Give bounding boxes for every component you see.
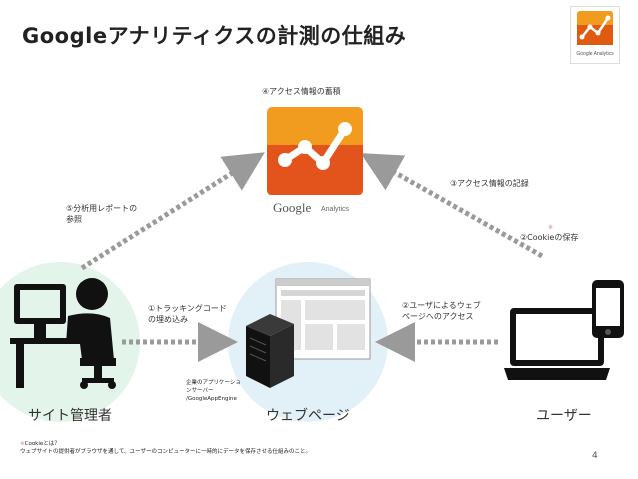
admin-icon <box>10 278 116 389</box>
laptop-icon <box>504 308 610 380</box>
corner-analytics-logo: Google Analytics <box>570 6 620 64</box>
ga-google-text: Google <box>273 200 312 215</box>
ga-analytics-text: Analytics <box>321 206 350 213</box>
smartphone-icon <box>592 280 624 338</box>
server-icon <box>246 314 294 388</box>
step5-label: ⑤分析用レポートの参照 <box>66 204 138 224</box>
step2-label: ②ユーザによるウェブページへのアクセス <box>402 301 481 321</box>
page-number: 4 <box>592 451 598 461</box>
server-note: 企業のアプリケーションサーバー/GoogleAppEngine <box>186 380 241 402</box>
footnote-answer: ウェブサイトの提供者がブラウザを通して、ユーザーのコンピューターに一時的にデータ… <box>20 449 311 455</box>
corner-logo-text: Google Analytics <box>576 51 614 57</box>
webpage-window-icon <box>275 278 371 360</box>
step4-label: ④アクセス情報の蓄積 <box>262 87 341 96</box>
webpage-caption: ウェブページ <box>266 408 350 424</box>
cookie-save-label: ②Cookieの保存 <box>520 233 579 242</box>
step1-label: ①トラッキングコードの埋め込み <box>148 304 227 324</box>
admin-caption: サイト管理者 <box>28 408 112 424</box>
arrow-report <box>80 152 265 271</box>
page-title: Googleアナリティクスの計測の仕組み <box>22 24 407 48</box>
cookie-footnote: ※Cookieとは？ ウェブサイトの提供者がブラウザを通して、ユーザーのコンピュ… <box>20 440 311 456</box>
cookie-asterisk: ※ <box>548 224 554 231</box>
user-caption: ユーザー <box>536 408 592 424</box>
arrow-record <box>360 153 544 259</box>
footnote-question: Cookieとは？ <box>24 441 60 447</box>
google-analytics-logo: Google Analytics <box>263 105 367 217</box>
analytics-logo-icon: Google Analytics <box>576 11 614 57</box>
step3-label: ③アクセス情報の記録 <box>450 179 529 188</box>
footnote-asterisk: ※ <box>20 441 25 447</box>
